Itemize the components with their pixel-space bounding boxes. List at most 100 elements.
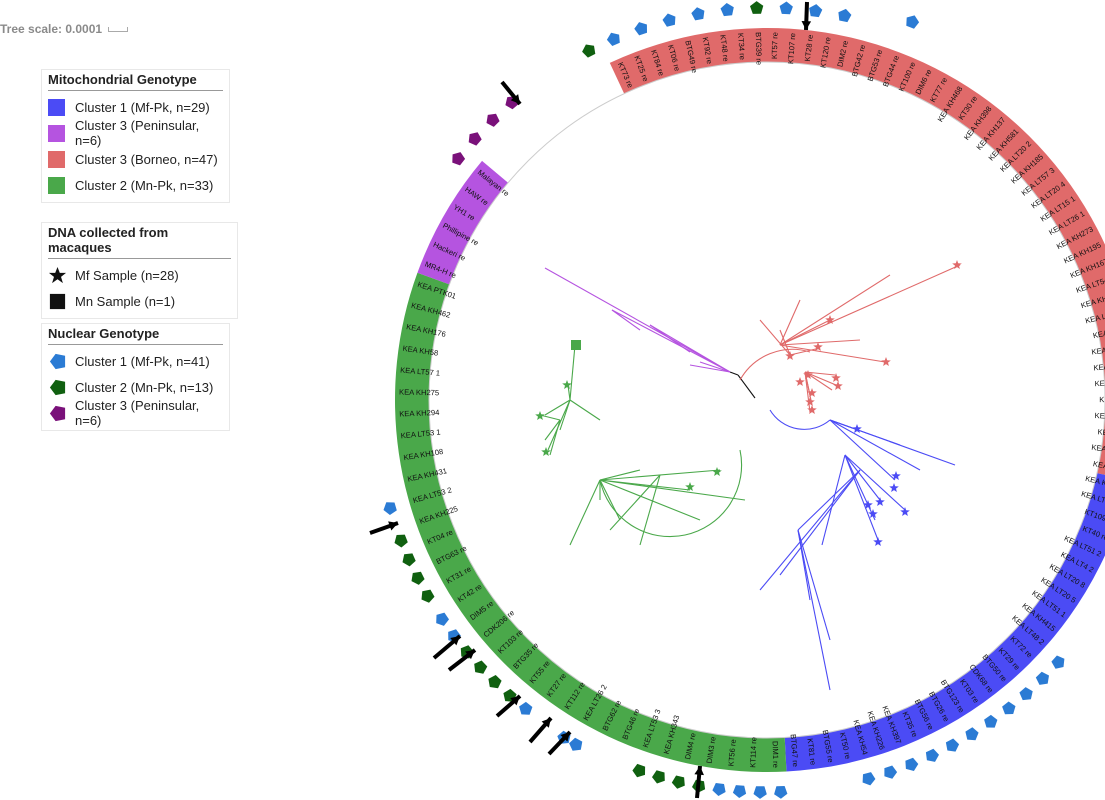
legend-item: Cluster 3 (Peninsular, n=6): [48, 118, 223, 148]
tip-label: BTG39 re: [754, 32, 764, 65]
pentagon-marker: [732, 785, 747, 798]
ring-sector-blue: [784, 473, 1105, 772]
branch: [779, 274, 891, 346]
legend-item: Cluster 2 (Mn-Pk, n=13): [48, 374, 223, 400]
pentagon-marker: [945, 738, 960, 752]
tip-label: KT92 re: [701, 36, 714, 64]
branch: [569, 479, 601, 546]
tip-label: KT56 re: [726, 739, 738, 767]
legend-label: Mf Sample (n=28): [75, 267, 179, 283]
arrow-head: [541, 718, 551, 728]
star-marker: [813, 342, 823, 351]
tip-label: KEA LT15 2: [1093, 360, 1105, 373]
legend-label: Cluster 1 (Mf-Pk, n=29): [75, 99, 210, 115]
star-icon: [48, 266, 67, 283]
branch: [759, 319, 791, 356]
arrow-head: [801, 21, 812, 30]
pentagon-marker: [712, 783, 726, 796]
pentagon-marker: [486, 113, 500, 127]
tip-label: KEA LT57 1: [400, 366, 441, 378]
pentagon-marker: [965, 727, 979, 741]
branch: [779, 469, 861, 576]
branch: [829, 419, 921, 471]
arrow-head: [694, 766, 704, 776]
branch: [779, 339, 861, 346]
arrow-head: [450, 636, 460, 646]
pentagon-marker: [1019, 687, 1033, 701]
ring-inner-border: [428, 61, 1105, 739]
tip-label: KT114 re: [748, 737, 758, 768]
branch: [599, 449, 743, 538]
branch: [804, 371, 836, 376]
legend-label: Mn Sample (n=1): [75, 293, 176, 309]
pentagon-icon: [49, 405, 66, 421]
pentagon-icon: [49, 353, 66, 369]
legend-label: Cluster 2 (Mn-Pk, n=13): [75, 379, 214, 395]
branch: [569, 344, 576, 401]
branch: [544, 267, 731, 373]
branch: [829, 419, 956, 466]
pentagon-marker: [569, 737, 583, 751]
legend-title: Nuclear Genotype: [48, 326, 223, 345]
pentagon-marker: [606, 32, 620, 46]
pentagon-marker: [884, 765, 898, 779]
branch: [549, 419, 561, 456]
pentagon-marker: [662, 13, 676, 27]
legend-label: Cluster 3 (Peninsular, n=6): [75, 398, 200, 428]
pentagon-marker: [436, 612, 449, 626]
pentagon-marker: [402, 553, 416, 567]
star-marker: [868, 509, 878, 518]
branch: [599, 479, 621, 521]
legend-title: Mitochondrial Genotype: [48, 72, 223, 91]
pentagon-marker: [474, 660, 488, 674]
branch: [797, 529, 831, 691]
root-branch: [729, 371, 739, 376]
tree-scale: Tree scale: 0.0001: [0, 22, 129, 36]
star-marker: [900, 507, 910, 516]
star-marker: [863, 500, 873, 509]
tip-label: KEA LT53 1: [400, 428, 441, 441]
pentagon-marker: [519, 701, 533, 715]
legend-item: Cluster 3 (Borneo, n=47): [48, 146, 223, 172]
star-marker: [873, 537, 883, 546]
pentagon-marker: [809, 4, 823, 18]
pentagon-marker: [750, 1, 764, 14]
branch: [779, 344, 886, 363]
star-marker: [795, 377, 805, 386]
branch: [539, 414, 561, 421]
pentagon-marker: [720, 3, 734, 17]
legend-label: Cluster 3 (Borneo, n=47): [75, 151, 218, 167]
branch: [599, 469, 641, 481]
branch: [699, 361, 731, 373]
pentagon-marker: [421, 589, 435, 603]
tip-label: KT57 re: [770, 32, 780, 59]
legend-label: Cluster 2 (Mn-Pk, n=33): [75, 177, 214, 193]
tree-scale-label: Tree scale: 0.0001: [0, 22, 103, 36]
branch: [797, 469, 861, 531]
star-marker: [891, 471, 901, 480]
color-swatch: [48, 124, 65, 142]
legend-title: DNA collected from macaques: [48, 225, 231, 259]
star-marker: [535, 411, 545, 420]
star-marker: [833, 381, 843, 390]
color-swatch: [48, 176, 65, 194]
tip-label: KEA LT57 5: [1094, 377, 1105, 388]
branch: [739, 348, 811, 381]
branch: [789, 347, 821, 356]
branch: [689, 364, 731, 373]
pentagon-marker: [753, 786, 767, 799]
star-marker: [875, 497, 885, 506]
tip-label: KT28 re: [803, 34, 815, 62]
star-marker: [807, 388, 817, 397]
pentagon-marker: [774, 786, 788, 799]
pentagon-marker: [582, 44, 596, 58]
star-marker: [562, 380, 572, 389]
pentagon-marker: [838, 8, 852, 23]
tip-label: KEA KH294: [399, 408, 439, 419]
branch: [829, 419, 896, 481]
legend-item: Cluster 1 (Mf-Pk, n=41): [48, 348, 223, 374]
legend-mitochondrial-genotype: Mitochondrial Genotype Cluster 1 (Mf-Pk,…: [41, 69, 230, 203]
ring-sector-green: [395, 272, 787, 772]
star-marker: [785, 351, 795, 360]
tip-label: KT48 re: [718, 34, 730, 62]
